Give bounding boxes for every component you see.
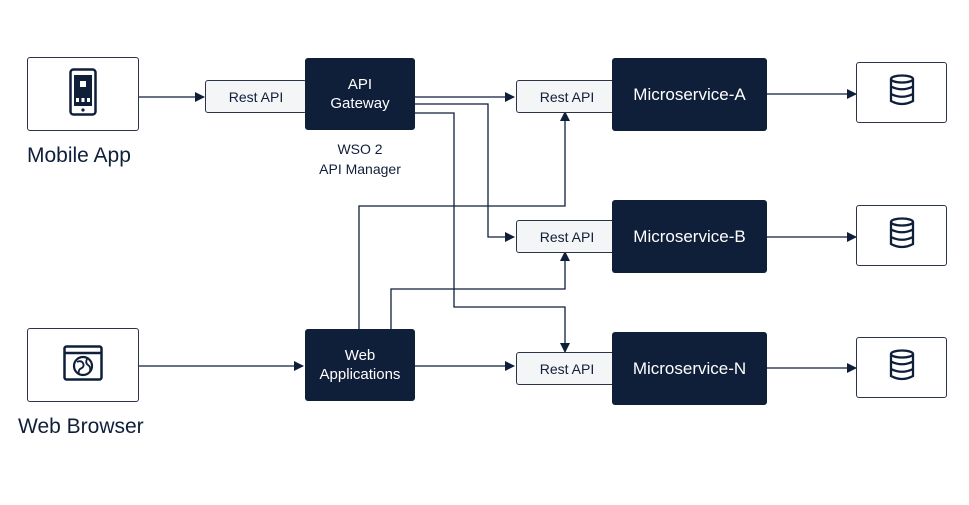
- mobile-app-label: Mobile App: [27, 144, 131, 167]
- api-gateway-line1: API: [347, 76, 373, 93]
- ms-n-rest-api: Rest API: [516, 352, 618, 385]
- arrow-gateway-to-ms-b: [415, 103, 515, 242]
- web-browser-box: [27, 328, 139, 402]
- api-gateway-node: API Gateway: [305, 58, 415, 130]
- database-icon: [889, 349, 915, 386]
- database-icon: [889, 74, 915, 111]
- ms-b-rest-api: Rest API: [516, 220, 618, 253]
- ms-b-database-box: [856, 205, 947, 266]
- arrow-webapps-to-ms-a: [358, 111, 570, 329]
- web-applications-node: Web Applications: [305, 329, 415, 401]
- arrow-gateway-to-ms-n: [415, 112, 570, 353]
- microservice-b-node: Microservice-B: [612, 200, 767, 273]
- database-icon: [889, 217, 915, 254]
- api-gateway-caption-line2: API Manager: [319, 161, 401, 177]
- web-browser-icon: [63, 344, 103, 386]
- ms-a-database-box: [856, 62, 947, 123]
- mobile-phone-icon: [69, 67, 97, 121]
- ms-a-rest-api: Rest API: [516, 80, 618, 113]
- web-browser-label: Web Browser: [18, 415, 144, 438]
- arrow-webapps-to-ms-b: [390, 251, 570, 329]
- web-applications-line1: Web: [344, 347, 376, 364]
- gateway-rest-api: Rest API: [205, 80, 307, 113]
- microservice-a-node: Microservice-A: [612, 58, 767, 131]
- ms-n-database-box: [856, 337, 947, 398]
- microservice-n-node: Microservice-N: [612, 332, 767, 405]
- api-gateway-caption-line1: WSO 2: [337, 141, 383, 157]
- web-applications-line2: Applications: [319, 366, 401, 383]
- api-gateway-line2: Gateway: [330, 95, 390, 112]
- mobile-app-box: [27, 57, 139, 131]
- api-gateway-caption: WSO 2 API Manager: [290, 139, 430, 179]
